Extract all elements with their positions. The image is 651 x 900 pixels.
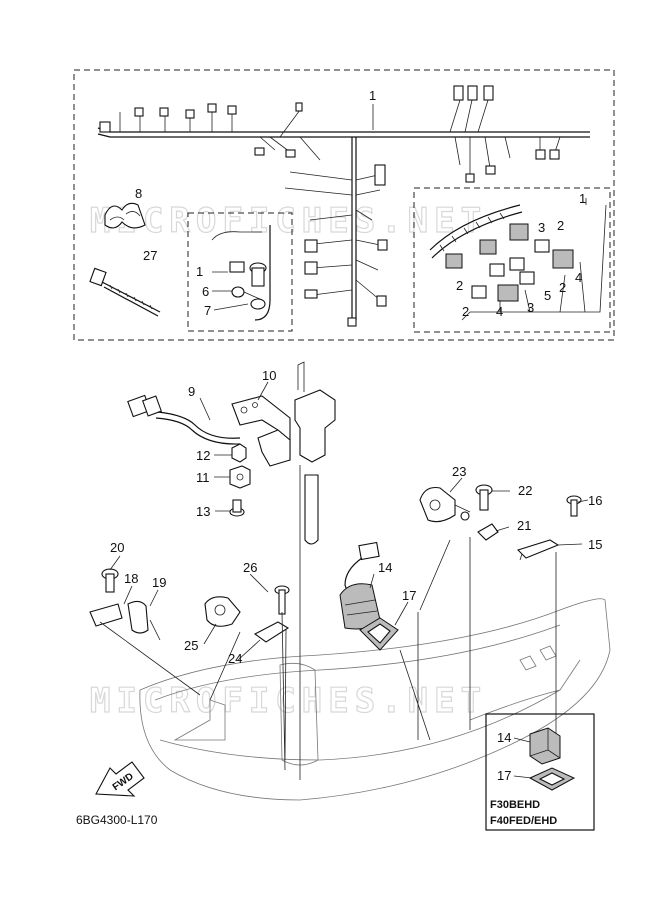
inset-seal[interactable] — [528, 767, 576, 791]
variant-model-2: F40FED/EHD — [490, 815, 557, 827]
callout-2-a: 2 — [557, 218, 564, 233]
callout-11: 11 — [196, 470, 210, 485]
callout-17: 17 — [402, 588, 416, 603]
callout-1-right: 1 — [579, 191, 586, 206]
screw-20[interactable] — [101, 568, 119, 593]
callout-3-a: 3 — [538, 220, 545, 235]
bolt-22[interactable] — [475, 484, 493, 511]
inset-grommet[interactable] — [529, 727, 561, 765]
wire-harness-group: 1 1 1 6 7 8 27 3 2 4 2 5 3 4 2 2 — [73, 69, 615, 341]
switch-assembly[interactable] — [294, 361, 336, 545]
neutral-switch[interactable] — [419, 486, 471, 523]
leader-lines — [99, 381, 589, 780]
callout-15: 15 — [588, 537, 602, 552]
callout-1-main: 1 — [369, 88, 376, 103]
sub-harness[interactable] — [211, 225, 271, 321]
fwd-arrow-icon: FWD — [95, 761, 145, 797]
callout-10: 10 — [262, 368, 276, 383]
bolt-16[interactable] — [566, 495, 582, 517]
callout-8: 8 — [135, 186, 142, 201]
bottom-cowling — [139, 598, 611, 801]
variant-model-1: F30BEHD — [490, 799, 540, 811]
callout-19: 19 — [152, 575, 166, 590]
callout-2-d: 2 — [462, 304, 469, 319]
mounting-plate[interactable] — [89, 603, 123, 627]
connector-set[interactable] — [429, 204, 607, 321]
variant-inset-box — [485, 713, 595, 831]
callout-6: 6 — [202, 284, 209, 299]
callout-14-inset: 14 — [497, 730, 511, 745]
lower-assembly: 9 10 12 11 13 23 22 16 21 15 14 17 20 18… — [89, 361, 611, 801]
watermark-top: MICROFICHES.NET — [90, 201, 487, 241]
wire-harness[interactable] — [97, 85, 590, 327]
diagram-code: 6BG4300-L170 — [76, 813, 158, 827]
callout-4-a: 4 — [575, 270, 582, 285]
callout-2-c: 2 — [456, 278, 463, 293]
cable-tie[interactable] — [89, 267, 161, 317]
callout-17-inset: 17 — [497, 768, 511, 783]
harness-box — [73, 69, 615, 341]
callout-4-b: 4 — [496, 304, 503, 319]
lead-wire[interactable] — [127, 394, 241, 445]
callout-16: 16 — [588, 493, 602, 508]
switch-bracket-24[interactable] — [253, 621, 290, 643]
grommet-seal[interactable] — [359, 617, 399, 651]
stop-switch[interactable] — [204, 596, 241, 627]
callout-21: 21 — [517, 518, 531, 533]
callout-18: 18 — [124, 571, 138, 586]
callout-23: 23 — [452, 464, 466, 479]
callout-7: 7 — [204, 303, 211, 318]
callout-13: 13 — [196, 504, 210, 519]
callout-2-b: 2 — [559, 280, 566, 295]
sub-harness-box — [187, 212, 293, 332]
nut[interactable] — [231, 443, 247, 463]
screw[interactable] — [229, 499, 245, 517]
plate[interactable] — [516, 539, 560, 561]
cord-holder[interactable] — [127, 600, 161, 641]
callout-3-b: 3 — [527, 300, 534, 315]
callout-9: 9 — [188, 384, 195, 399]
switch-bracket[interactable] — [231, 395, 291, 467]
callout-12: 12 — [196, 448, 210, 463]
callout-22: 22 — [518, 483, 532, 498]
watermark-bottom: MICROFICHES.NET — [90, 681, 487, 721]
callout-27: 27 — [143, 248, 157, 263]
callout-26: 26 — [243, 560, 257, 575]
holder-cap[interactable] — [229, 465, 251, 489]
variant-inset: 14 17 F30BEHD F40FED/EHD — [485, 713, 595, 831]
harness-clamp[interactable] — [104, 202, 146, 229]
bolt-26[interactable] — [274, 585, 290, 615]
callout-14: 14 — [378, 560, 392, 575]
callout-24: 24 — [228, 651, 242, 666]
washer[interactable] — [477, 523, 499, 541]
wire-grommet[interactable] — [339, 541, 381, 630]
callout-25: 25 — [184, 638, 198, 653]
callout-5: 5 — [544, 288, 551, 303]
callout-1-left: 1 — [196, 264, 203, 279]
callout-20: 20 — [110, 540, 124, 555]
